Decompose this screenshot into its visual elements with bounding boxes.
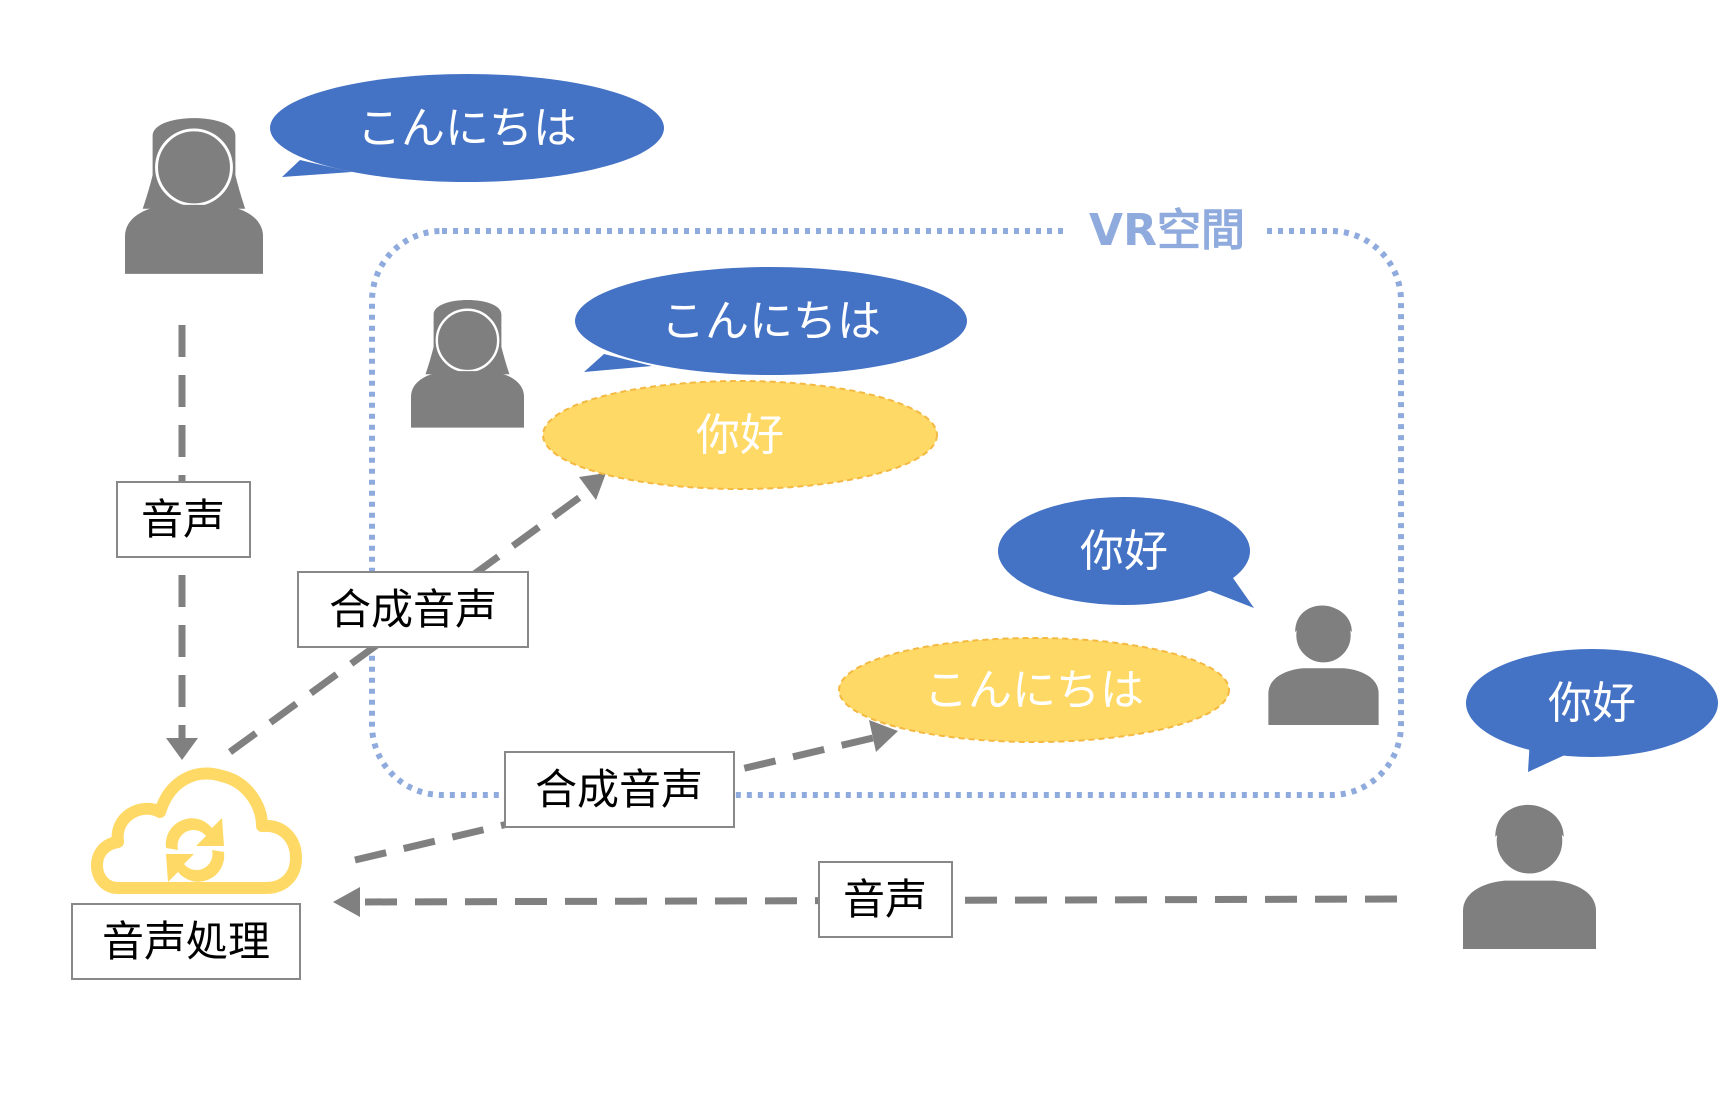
chinese-user: 你好	[1461, 649, 1718, 949]
vr-space-border	[369, 228, 1404, 798]
vr-space-label-backdrop	[1068, 200, 1266, 260]
label-text: 音声	[141, 495, 225, 544]
man-avatar-icon	[1267, 604, 1380, 725]
label-text: 合成音声	[535, 765, 703, 814]
speech-text: 你好	[1548, 678, 1636, 729]
translated-bubble: 你好	[542, 380, 938, 490]
label-synth-upper: 合成音声	[297, 571, 529, 648]
arrowheads	[166, 473, 898, 917]
arrowhead-up-right-icon	[579, 473, 606, 500]
label-text: 合成音声	[329, 585, 497, 634]
cloud-processing	[91, 767, 302, 894]
label-audio-left: 音声	[116, 481, 251, 558]
woman-avatar-icon	[411, 298, 524, 429]
chinese-avatar: 你好 こんにちは	[838, 497, 1380, 743]
label-text: 音声処理	[102, 917, 270, 966]
speech-bubble: 你好	[998, 497, 1254, 608]
japanese-user: こんにちは	[125, 74, 664, 275]
label-text: 音声	[843, 875, 927, 924]
speech-bubble: こんにちは	[270, 74, 664, 182]
woman-person-icon	[125, 116, 263, 275]
speech-text: 你好	[1080, 526, 1168, 577]
vr-space-label: VR空間	[1089, 205, 1245, 256]
label-audio-bottom: 音声	[818, 861, 953, 938]
label-processing: 音声処理	[71, 903, 301, 980]
translated-text: 你好	[696, 410, 784, 461]
arrowhead-left-icon	[333, 887, 360, 917]
man-person-icon	[1461, 803, 1598, 949]
label-synth-lower: 合成音声	[504, 751, 735, 828]
speech-text: こんにちは	[357, 103, 577, 154]
translated-text: こんにちは	[924, 665, 1144, 716]
speech-bubble: こんにちは	[575, 267, 967, 375]
cloud-icon	[91, 767, 302, 894]
speech-bubble: 你好	[1466, 649, 1718, 772]
speech-text: こんにちは	[661, 296, 881, 347]
sync-icon	[165, 818, 225, 882]
arrowhead-down-icon	[166, 738, 198, 760]
japanese-avatar: こんにちは 你好	[411, 267, 967, 490]
translated-bubble: こんにちは	[838, 637, 1230, 743]
arrowhead-right-icon	[869, 720, 898, 752]
vr-space: VR空間	[369, 200, 1404, 798]
